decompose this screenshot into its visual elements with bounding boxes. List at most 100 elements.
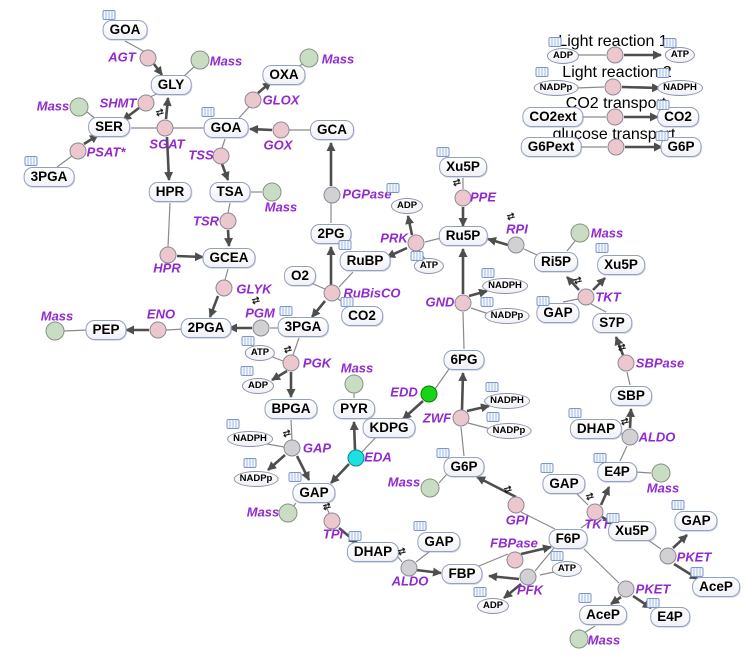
enzyme-node-glucose-transport[interactable] (607, 138, 625, 156)
enzyme-node-pket-mid[interactable] (617, 580, 635, 598)
enzyme-node-agt[interactable] (139, 49, 157, 67)
metabolite-dhap[interactable]: DHAP (569, 419, 623, 439)
metabolite-o2[interactable]: O2 (283, 266, 317, 286)
metabolite-gap[interactable]: GAP (536, 303, 580, 323)
enzyme-node-pket-right[interactable] (659, 547, 677, 565)
enzyme-node-light-reaction-2[interactable] (604, 78, 622, 96)
metabolite-pyr[interactable]: PYR (333, 399, 375, 419)
mass-node[interactable] (344, 374, 364, 394)
cofactor-nadph[interactable]: NADPH (484, 393, 530, 409)
mass-node[interactable] (45, 321, 65, 341)
cofactor-nadph[interactable]: NADPH (482, 278, 528, 294)
metabolite-rubp[interactable]: RuBP (339, 251, 391, 271)
mass-node[interactable] (278, 503, 298, 523)
enzyme-node-pgpase[interactable] (323, 186, 341, 204)
metabolite-3pga[interactable]: 3PGA (23, 167, 75, 187)
cofactor-adp[interactable]: ADP (546, 48, 580, 64)
cofactor-nadph[interactable]: NADPH (227, 431, 273, 447)
enzyme-node-aldo-right[interactable] (621, 428, 639, 446)
mass-node[interactable] (420, 478, 440, 498)
metabolite-co2[interactable]: CO2 (657, 107, 699, 127)
enzyme-node-gnd[interactable] (454, 294, 472, 312)
cofactor-nadph[interactable]: NADPH (657, 80, 703, 96)
cofactor-adp[interactable]: ADP (476, 598, 510, 614)
mass-node[interactable] (299, 48, 319, 68)
cofactor-adp[interactable]: ADP (241, 378, 275, 394)
metabolite-acep[interactable]: AceP (579, 605, 627, 625)
metabolite-6pg[interactable]: 6PG (443, 350, 485, 370)
enzyme-node-shmt[interactable] (137, 94, 155, 112)
metabolite-goa[interactable]: GOA (203, 118, 249, 138)
enzyme-node-light-reaction-1[interactable] (606, 46, 624, 64)
enzyme-node-pgk[interactable] (282, 354, 300, 372)
metabolite-gap[interactable]: GAP (674, 511, 718, 531)
metabolite-g6p[interactable]: G6P (443, 457, 485, 477)
metabolite-f6p[interactable]: F6P (548, 529, 588, 549)
enzyme-node-tkt-upper[interactable] (577, 288, 595, 306)
mass-node[interactable] (569, 629, 589, 649)
cofactor-nadpp[interactable]: NADPp (533, 80, 579, 96)
metabolite-fbp[interactable]: FBP (441, 564, 483, 584)
cofactor-adp[interactable]: ADP (390, 198, 424, 214)
enzyme-node-rpi[interactable] (507, 236, 525, 254)
enzyme-node-tpi[interactable] (323, 512, 341, 530)
cofactor-atp[interactable]: ATP (244, 345, 276, 361)
metabolite-oxa[interactable]: OXA (262, 65, 306, 85)
enzyme-node-sgat[interactable] (156, 119, 174, 137)
mass-node[interactable] (69, 97, 89, 117)
cofactor-nadpp[interactable]: NADPp (484, 308, 530, 324)
metabolite-2pg[interactable]: 2PG (310, 224, 352, 244)
metabolite-bpga[interactable]: BPGA (264, 399, 318, 419)
cofactor-nadpp[interactable]: NADPp (486, 423, 532, 439)
enzyme-node-gap-dh[interactable] (283, 439, 301, 457)
metabolite-gca[interactable]: GCA (310, 120, 354, 140)
cofactor-atp[interactable]: ATP (413, 258, 445, 274)
metabolite-ru5p[interactable]: Ru5P (438, 226, 488, 246)
metabolite-pep[interactable]: PEP (85, 320, 127, 340)
cofactor-atp[interactable]: ATP (664, 47, 696, 63)
enzyme-node-glyk[interactable] (215, 279, 233, 297)
metabolite-gap[interactable]: GAP (417, 532, 461, 552)
enzyme-node-tsr[interactable] (219, 212, 237, 230)
enzyme-node-tss[interactable] (212, 147, 230, 165)
enzyme-node-gox[interactable] (272, 121, 290, 139)
metabolite-dhap[interactable]: DHAP (346, 542, 400, 562)
metabolite-e4p[interactable]: E4P (597, 462, 637, 482)
metabolite-gcea[interactable]: GCEA (202, 248, 256, 268)
metabolite-3pga[interactable]: 3PGA (277, 317, 329, 337)
mass-node[interactable] (651, 463, 671, 483)
metabolite-gap[interactable]: GAP (292, 483, 336, 503)
enzyme-node-sbpase[interactable] (617, 354, 635, 372)
metabolite-co2[interactable]: CO2 (341, 306, 383, 326)
enzyme-node-hpr[interactable] (159, 246, 177, 264)
enzyme-node-edd[interactable] (420, 385, 438, 403)
enzyme-node-gpi[interactable] (507, 496, 525, 514)
enzyme-node-pgm[interactable] (252, 319, 270, 337)
mass-node[interactable] (190, 50, 210, 70)
metabolite-xu5p[interactable]: Xu5P (439, 157, 487, 177)
metabolite-sbp[interactable]: SBP (610, 386, 652, 406)
metabolite-kdpg[interactable]: KDPG (362, 418, 416, 438)
metabolite-gly[interactable]: GLY (150, 75, 192, 95)
metabolite-co2ext[interactable]: CO2ext (522, 107, 584, 127)
metabolite-xu5p[interactable]: Xu5P (608, 521, 656, 541)
enzyme-node-ppe[interactable] (454, 189, 472, 207)
metabolite-hpr[interactable]: HPR (148, 182, 192, 202)
cofactor-atp[interactable]: ATP (551, 561, 583, 577)
enzyme-node-tkt-lower[interactable] (586, 503, 604, 521)
metabolite-2pga[interactable]: 2PGA (180, 318, 232, 338)
enzyme-node-rubisco[interactable] (323, 284, 341, 302)
enzyme-node-psat[interactable] (69, 142, 87, 160)
metabolite-xu5p[interactable]: Xu5P (597, 255, 645, 275)
enzyme-node-fbpase[interactable] (506, 551, 524, 569)
metabolite-g6p[interactable]: G6P (660, 137, 702, 157)
enzyme-node-aldo-bottom[interactable] (400, 559, 418, 577)
metabolite-e4p[interactable]: E4P (650, 607, 690, 627)
metabolite-s7p[interactable]: S7P (592, 313, 632, 333)
metabolite-ri5p[interactable]: Ri5P (533, 252, 579, 272)
metabolite-goa[interactable]: GOA (102, 20, 148, 40)
metabolite-acep[interactable]: AceP (692, 577, 740, 597)
enzyme-node-co2-transport[interactable] (606, 108, 624, 126)
enzyme-node-prk[interactable] (407, 234, 425, 252)
enzyme-node-zwf[interactable] (452, 409, 470, 427)
